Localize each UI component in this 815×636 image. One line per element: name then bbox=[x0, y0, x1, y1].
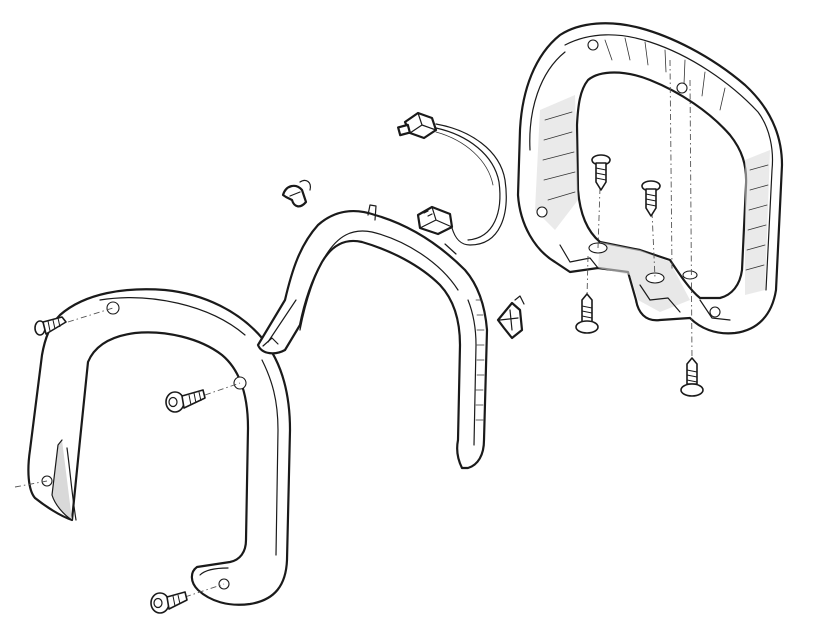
middle-trim-bracket bbox=[256, 204, 489, 470]
self-tapping-screw bbox=[34, 316, 67, 336]
self-tapping-screw bbox=[680, 357, 704, 397]
frame-hole bbox=[709, 306, 721, 318]
self-tapping-screw bbox=[575, 293, 599, 334]
leader-line bbox=[204, 382, 241, 396]
wiring-harness bbox=[397, 111, 507, 246]
rear-mounting-frame bbox=[516, 22, 784, 335]
frame-hole bbox=[536, 206, 548, 218]
socket-head-bolt bbox=[165, 389, 206, 413]
small-clip-upper bbox=[281, 179, 311, 208]
small-clip-lower bbox=[496, 295, 525, 340]
self-tapping-screw bbox=[641, 180, 661, 217]
leader-line bbox=[689, 79, 693, 361]
leader-line bbox=[597, 187, 601, 249]
frame-hole bbox=[676, 82, 688, 94]
leader-line bbox=[651, 211, 656, 279]
self-tapping-screw bbox=[591, 154, 611, 191]
socket-head-bolt bbox=[150, 591, 188, 614]
leader-line bbox=[14, 480, 48, 488]
frame-hole bbox=[587, 39, 599, 51]
leader-line bbox=[67, 307, 114, 323]
frame-boss bbox=[645, 272, 665, 284]
frame-boss bbox=[682, 270, 698, 280]
outer-trim-panel bbox=[27, 288, 292, 606]
panel-hole-upper-left bbox=[106, 301, 120, 315]
